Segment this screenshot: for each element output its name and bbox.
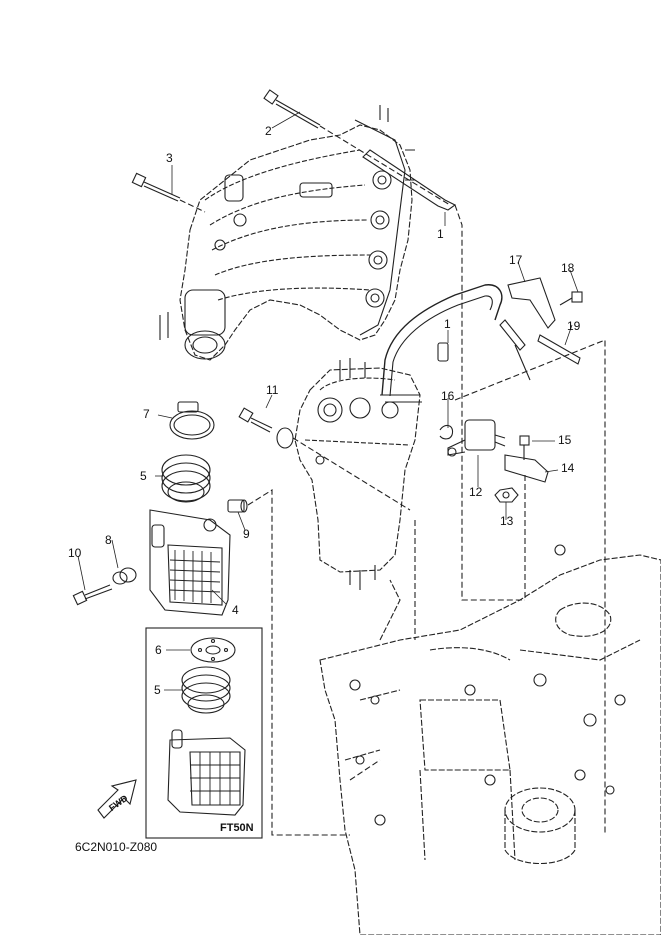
callout-2: 2: [265, 124, 272, 138]
callout-17: 17: [509, 253, 523, 267]
callout-10: 10: [68, 546, 82, 560]
leader-lines: [77, 111, 579, 691]
fwd-arrow: [97, 779, 137, 819]
nut-13: [494, 487, 519, 503]
callout-14: 14: [561, 461, 575, 475]
callout-19: 19: [567, 319, 581, 333]
callout-16: 16: [441, 389, 455, 403]
band-19: [537, 334, 581, 365]
solenoid-12: [447, 419, 506, 457]
callout-9: 9: [243, 527, 250, 541]
block-bolt-holes: [349, 544, 626, 826]
callout-15: 15: [558, 433, 572, 447]
callout-7: 7: [143, 407, 150, 421]
bolt-15: [519, 435, 530, 460]
fuel-hose: [381, 284, 503, 396]
rubber-joint-5: [161, 454, 211, 503]
callout-3: 3: [166, 151, 173, 165]
callout-1-upper: 1: [437, 227, 444, 241]
diagram-code: 6C2N010-Z080: [75, 840, 158, 854]
bolt-11: [238, 407, 411, 511]
callout-8: 8: [105, 533, 112, 547]
callout-5-inset: 5: [154, 683, 161, 697]
inset-label: FT50N: [220, 822, 254, 834]
bolt-2: [263, 89, 451, 206]
callout-13: 13: [500, 514, 514, 528]
silencer-inset: [167, 729, 246, 816]
fuel-unit: [294, 358, 422, 590]
callout-6: 6: [155, 643, 162, 657]
dowel-pin-1-upper: [362, 149, 525, 601]
intake-manifold: [159, 105, 415, 361]
callout-5: 5: [140, 469, 147, 483]
inset-box: [145, 627, 263, 839]
dowel-pin-1-lower: [437, 342, 449, 362]
bolt-10: [72, 584, 113, 606]
rubber-joint-5-inset: [181, 666, 231, 714]
clip-16: [439, 424, 454, 440]
cylinder-block: [319, 554, 661, 935]
callout-1-lower: 1: [444, 317, 451, 331]
oil-filter: [504, 787, 576, 865]
collar-9: [227, 499, 248, 513]
grommet-8: [112, 567, 137, 585]
callout-18: 18: [561, 261, 575, 275]
hose-clamp-7: [169, 401, 215, 440]
silencer-4: [149, 509, 231, 616]
callout-12: 12: [469, 485, 483, 499]
bolt-18: [559, 291, 583, 306]
bolt-3: [131, 172, 206, 213]
callout-11: 11: [266, 383, 279, 397]
bracket-14: [504, 454, 549, 483]
gasket-6: [190, 637, 236, 663]
callout-4: 4: [232, 603, 239, 617]
cover-17: [507, 277, 556, 329]
